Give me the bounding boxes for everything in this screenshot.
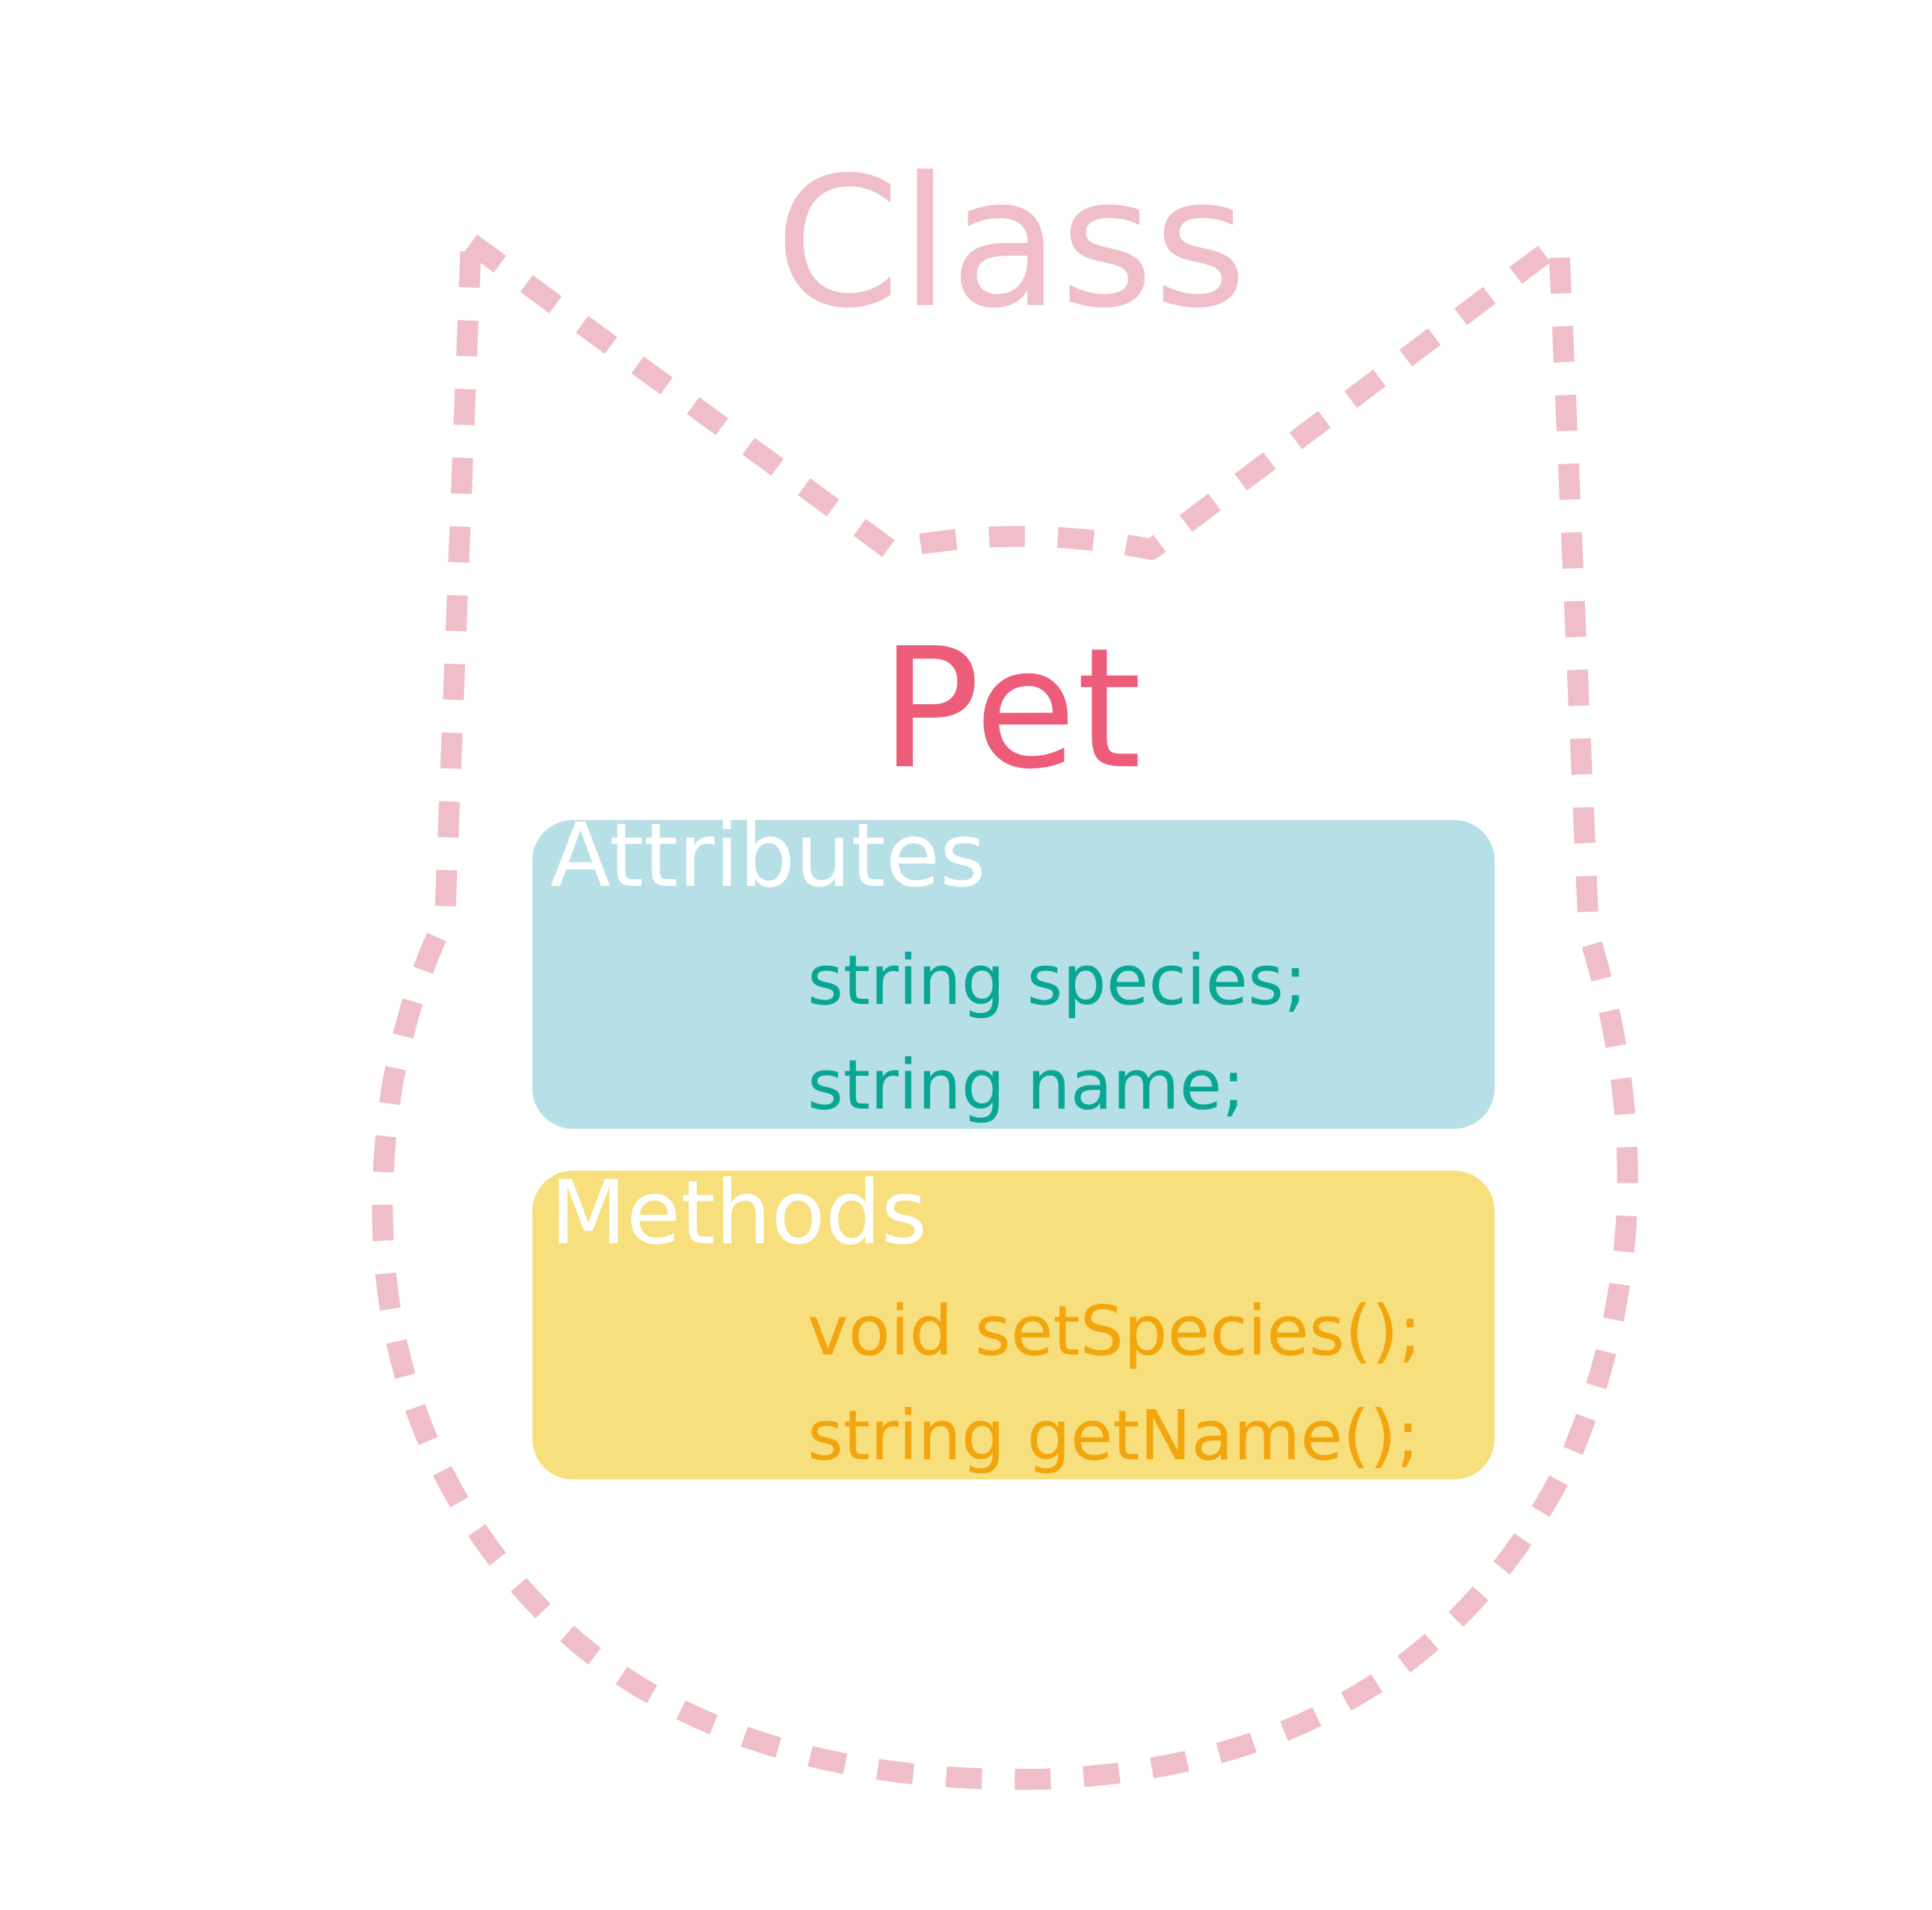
class-title: Class [775, 138, 1247, 348]
cat-outline-path [372, 232, 1638, 1790]
methods-label: Methods [550, 1161, 928, 1264]
pet-class-name: Pet [880, 613, 1142, 806]
methods-list: void setSpecies(); string getName(); [807, 1279, 1421, 1488]
method-item: void setSpecies(); [807, 1291, 1422, 1371]
attribute-item: string species; [807, 940, 1307, 1020]
attributes-label: Attributes [550, 804, 986, 907]
methods-box: Methods void setSpecies(); string getNam… [532, 1161, 1495, 1479]
attribute-item: string name; [807, 1045, 1246, 1125]
attributes-box: Attributes string species; string name; [532, 811, 1495, 1129]
method-item: string getName(); [807, 1396, 1420, 1476]
attributes-list: string species; string name; [807, 928, 1307, 1138]
